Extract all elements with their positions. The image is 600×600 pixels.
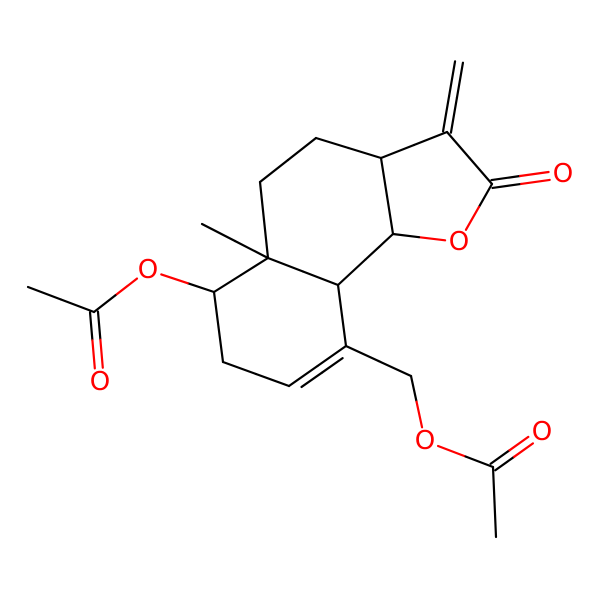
bond-c_lactone_co-o_lactone_carbonyl-line-1-half-a (491, 182, 523, 190)
bond-c_methylene-c_ring_junction_top-half-a (412, 130, 449, 147)
bond-c_acetoxy_ch-c_quaternary-half-b (239, 256, 270, 277)
bond-c_lactone_co-o_lactone_carbonyl-line-2-half-b (518, 170, 550, 178)
bond-ch2_exo-c_methylene-line-1-half-b (441, 95, 451, 133)
bond-o_ester_left-c_acyl_left-half-b (92, 294, 117, 314)
bond-o_ester_right-c_acyl_right-half-a (436, 444, 467, 458)
bond-c_quaternary-c_ring_fusion-half-a (266, 256, 305, 273)
bond-c_allylic-c_acetoxy_ch-half-b (212, 290, 220, 329)
bond-c_ring_junction_o-c_ring_junction_top-half-a (385, 194, 395, 236)
bond-c_acetoxy_ch-o_ester_left-half-a (186, 282, 216, 294)
bond-c_acyl_right-c_methyl_right-half-b (493, 500, 498, 539)
atom-label-background (447, 230, 471, 254)
bond-c_acyl_left-o_carbonyl_left-line-2-half-b (99, 338, 104, 369)
bond-ch2_exo-c_methylene-line-2-half-a (455, 61, 465, 99)
bond-c_olefin_sub-c_ch2_o-half-a (344, 344, 380, 363)
bond-o_ester_right-c_acyl_right-half-b (464, 455, 495, 469)
atom-label-background (88, 370, 112, 394)
atom-o_lactone_ring: O (447, 227, 471, 257)
atom-label-background (136, 258, 160, 282)
bond-c_olefin_h-c_allylic-half-b (221, 360, 258, 376)
bond-o_ester_left-c_acyl_left-half-a (114, 277, 139, 297)
bond-c_methylene-c_ring_junction_top-half-b (379, 143, 416, 160)
atom-label-o_lactone_ring: O (449, 227, 469, 257)
bond-c_acyl_left-o_carbonyl_left-line-2-half-a (96, 310, 102, 341)
bond-c_methylene-c_lactone_co-half-b (468, 156, 494, 186)
bond-c_lactone_co-o_lactone_ring-half-b (464, 205, 481, 231)
atom-label-o_carbonyl_right: O (532, 417, 552, 447)
bond-c_ring_top_a-c_ring_top_b-half-a (286, 136, 318, 162)
bond-c_olefin_sub-c_olefin_h-line-2-half-a (320, 357, 344, 374)
atom-o_lactone_carbonyl: O (551, 159, 575, 189)
bond-c_acyl_left-c_methyl_left-half-b (26, 285, 63, 301)
bond-ch2_exo-c_methylene-line-1-half-a (447, 60, 457, 98)
bond-c_acyl_right-o_carbonyl_right-line-1-half-b (513, 442, 535, 458)
atom-o_ester_right: O (413, 426, 437, 456)
bond-c_acyl_left-o_carbonyl_left-line-1-half-a (88, 311, 94, 342)
bond-c_ch2_o-o_ester_right-half-b (415, 400, 424, 429)
bond-c_acyl_left-o_carbonyl_left-line-1-half-b (91, 339, 96, 370)
bond-layer (26, 60, 551, 539)
bond-c_ch2_o-o_ester_right-half-a (409, 374, 418, 403)
bond-c_olefin_sub-c_olefin_h-line-1-half-b (287, 364, 319, 388)
bond-c_acyl_right-c_methyl_right-half-a (491, 465, 496, 504)
atom-label-background (551, 162, 575, 186)
bond-c_acyl_right-o_carbonyl_right-line-1-half-a (494, 455, 516, 472)
atom-o_carbonyl_right: O (530, 417, 554, 447)
bond-c_quaternary-c_methyl-half-b (200, 222, 237, 243)
atom-label-background (530, 420, 554, 444)
bond-c_ring_top_a-c_ring_top_b-half-b (258, 158, 290, 184)
bond-c_acyl_right-o_carbonyl_right-line-2-half-b (508, 435, 530, 452)
bond-c_lactone_co-o_lactone_ring-half-a (477, 182, 494, 209)
atom-label-o_ester_right: O (415, 426, 435, 456)
bond-c_ring_junction_top-c_ring_top_a-half-a (347, 146, 383, 160)
bond-o_lactone_ring-c_ring_junction_o-half-b (391, 232, 421, 239)
bond-c_ring_junction_o-c_ring_junction_top-half-b (379, 156, 389, 198)
bond-c_olefin_h-c_allylic-half-a (254, 372, 291, 388)
bond-c_ring_fusion-c_olefin_sub-half-a (336, 283, 344, 317)
bond-c_acyl_right-o_carbonyl_right-line-2-half-a (489, 449, 511, 465)
bond-c_ring_fusion-c_ring_junction_o-half-a (336, 258, 367, 287)
bond-c_ring_top_b-c_quaternary-half-a (258, 180, 266, 222)
bond-c_acetoxy_ch-c_quaternary-half-a (212, 273, 243, 294)
bond-c_allylic-c_acetoxy_ch-half-a (217, 325, 225, 364)
bond-c_olefin_sub-c_olefin_h-line-1-half-a (316, 344, 348, 368)
bond-c_ring_fusion-c_olefin_sub-half-b (340, 314, 348, 348)
atom-label-o_lactone_carbonyl: O (553, 159, 573, 189)
atom-label-o_carbonyl_left: O (90, 367, 110, 397)
bond-c_ring_top_b-c_quaternary-half-b (262, 218, 270, 260)
bond-c_olefin_sub-c_ch2_o-half-b (377, 359, 413, 378)
bond-c_quaternary-c_ring_fusion-half-b (301, 270, 340, 287)
bond-c_acyl_left-c_methyl_left-half-a (59, 298, 96, 314)
bond-c_lactone_co-o_lactone_carbonyl-line-2-half-a (490, 174, 522, 182)
atom-o_ester_left: O (136, 255, 160, 285)
bond-o_lactone_ring-c_ring_junction_o-half-a (417, 236, 447, 242)
bond-c_lactone_co-o_lactone_carbonyl-line-1-half-b (520, 178, 551, 186)
bond-c_ring_fusion-c_ring_junction_o-half-b (364, 232, 395, 261)
bond-c_quaternary-c_methyl-half-a (233, 239, 270, 260)
bond-c_methylene-c_lactone_co-half-a (445, 130, 471, 160)
bond-c_acetoxy_ch-o_ester_left-half-b (160, 273, 189, 285)
bond-ch2_exo-c_methylene-line-2-half-b (449, 96, 459, 134)
atom-label-layer: O O O O O O (88, 159, 575, 456)
atom-label-background (413, 429, 437, 453)
bond-c_olefin_sub-c_olefin_h-line-2-half-b (300, 371, 324, 389)
atom-label-o_ester_left: O (138, 255, 158, 285)
atom-o_carbonyl_left: O (88, 367, 112, 397)
bond-c_ring_junction_top-c_ring_top_a-half-b (314, 136, 350, 150)
